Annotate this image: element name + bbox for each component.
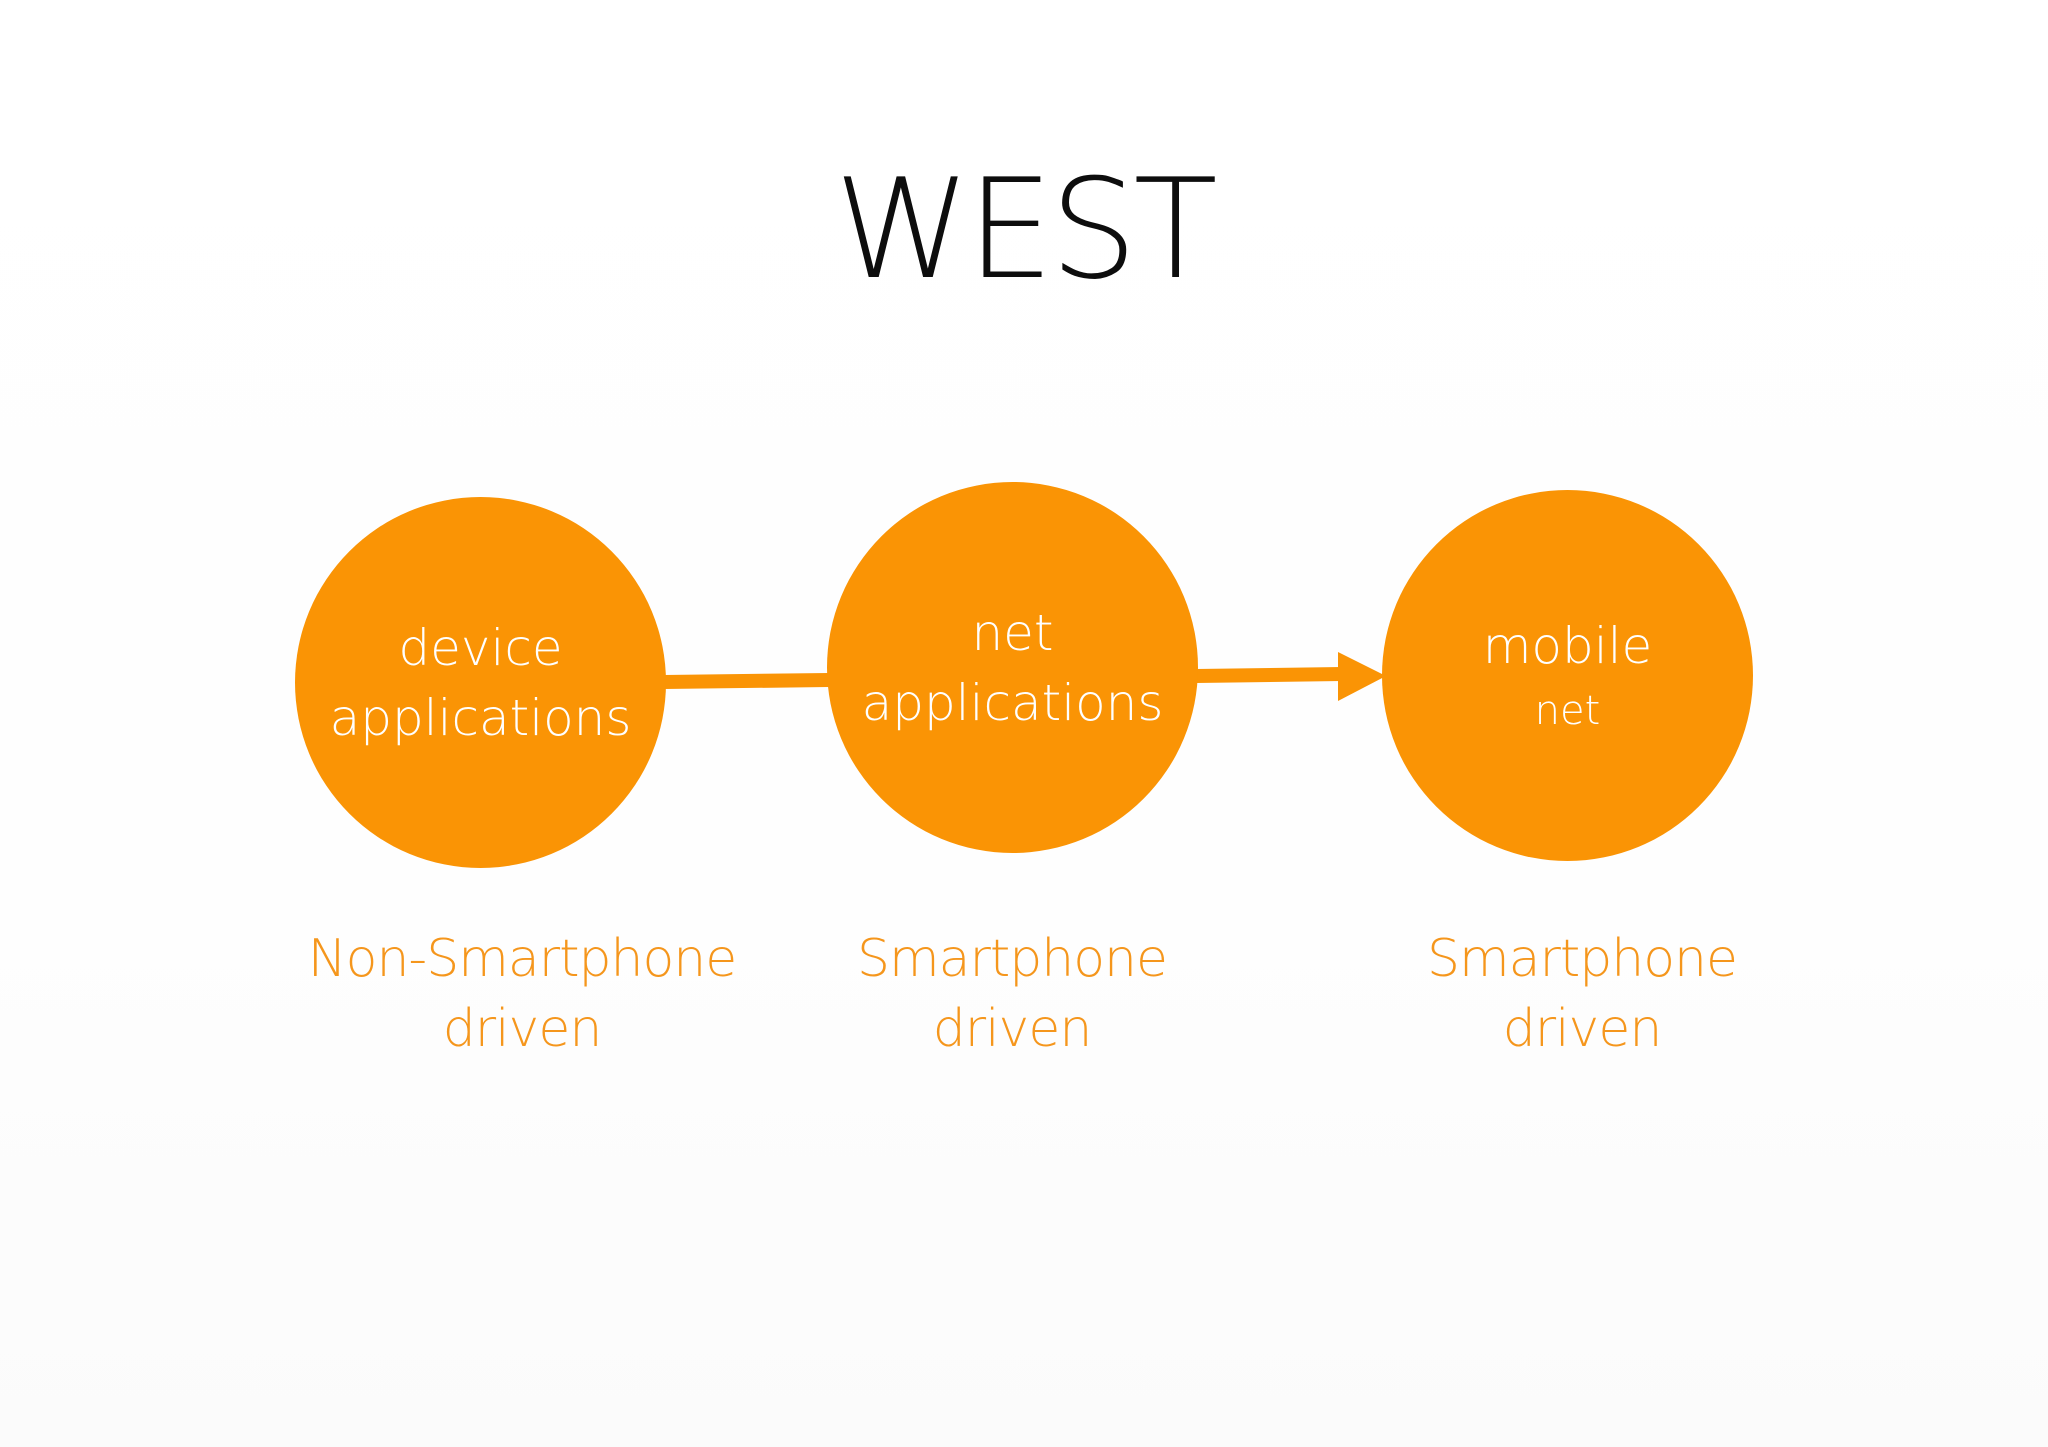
node-label-line2: applications [329, 688, 632, 747]
node-label-line2: applications [861, 673, 1164, 732]
arrowhead-icon [1338, 652, 1386, 701]
node-label-line2: net [1534, 687, 1601, 734]
node-label-line1: mobile [1482, 616, 1653, 675]
caption-smartphone-driven-mobile: Smartphone driven [1322, 924, 1842, 1064]
caption-smartphone-driven: Smartphone driven [752, 924, 1272, 1064]
caption-line2: driven [442, 999, 603, 1059]
caption-non-smartphone-driven: Non-Smartphone driven [262, 924, 782, 1064]
slide-title: WEST [834, 149, 1218, 310]
connector-line-2-3 [1195, 667, 1343, 683]
connector-line-1-2 [663, 673, 830, 689]
caption-line2: driven [932, 999, 1093, 1059]
caption-line2: driven [1502, 999, 1663, 1059]
node-device-applications: device applications [295, 497, 666, 868]
node-net-applications: net applications [827, 482, 1198, 853]
caption-line1: Non-Smartphone [307, 929, 737, 989]
node-label-line1: net [971, 603, 1054, 662]
caption-line1: Smartphone [856, 929, 1168, 989]
caption-line1: Smartphone [1426, 929, 1738, 989]
node-mobile-net: mobile net [1382, 490, 1753, 861]
node-label-line1: device [398, 618, 563, 677]
